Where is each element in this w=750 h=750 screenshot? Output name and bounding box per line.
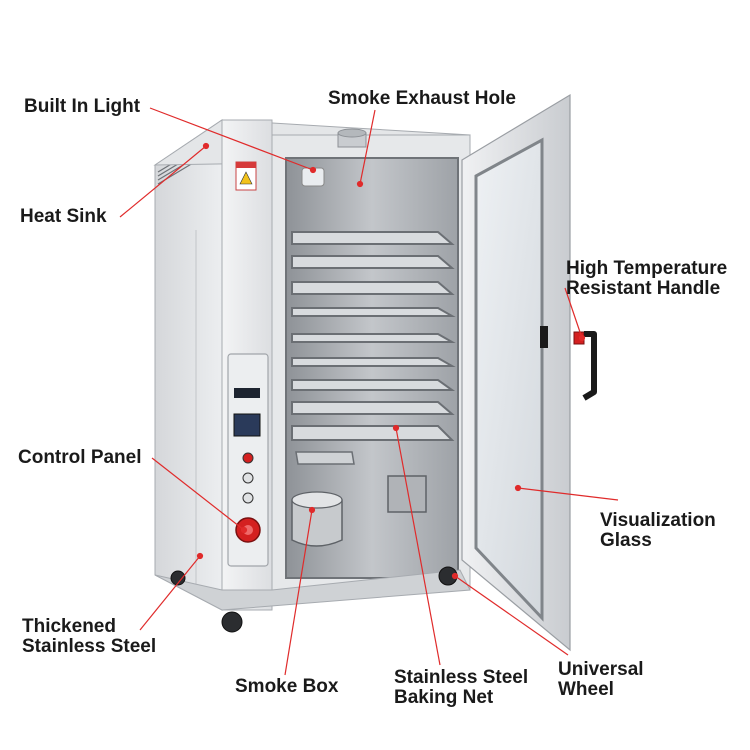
control-panel [227,353,269,567]
label-line: Visualization [600,510,716,531]
label-thickened-stainless-steel: Thickened Stainless Steel [22,617,156,657]
label-built-in-light: Built In Light [24,97,140,117]
label-line: Baking Net [394,687,494,708]
label-line: Heat Sink [20,206,107,227]
label-line: Resistant Handle [566,278,721,299]
oven-base [154,566,471,633]
baking-net-racks [291,231,456,441]
label-universal-wheel: Universal Wheel [558,660,644,700]
label-stainless-steel-baking-net: Stainless Steel Baking Net [394,668,528,708]
label-visualization-glass: Visualization Glass [600,511,716,551]
label-heat-sink: Heat Sink [20,207,107,227]
oven-side-panel [154,119,223,611]
smoke-box [291,491,343,547]
label-line: Smoke Exhaust Hole [328,88,516,109]
label-line: Glass [600,530,652,551]
label-line: Universal [558,659,644,680]
label-handle: High Temperature Resistant Handle [566,259,727,299]
label-control-panel: Control Panel [18,448,142,468]
label-line: Thickened [22,616,116,637]
label-line: Wheel [558,679,614,700]
label-line: Control Panel [18,447,142,468]
label-line: Stainless Steel [394,667,529,688]
label-line: High Temperature [566,258,728,279]
label-smoke-exhaust-hole: Smoke Exhaust Hole [328,89,516,109]
oven-door [461,93,597,652]
door-handle [573,331,597,401]
label-line: Built In Light [24,96,141,117]
pointer-lines [119,107,619,676]
oven-interior [285,157,459,579]
label-smoke-box: Smoke Box [235,677,338,697]
label-line: Stainless Steel [22,636,157,657]
label-line: Smoke Box [235,676,339,697]
